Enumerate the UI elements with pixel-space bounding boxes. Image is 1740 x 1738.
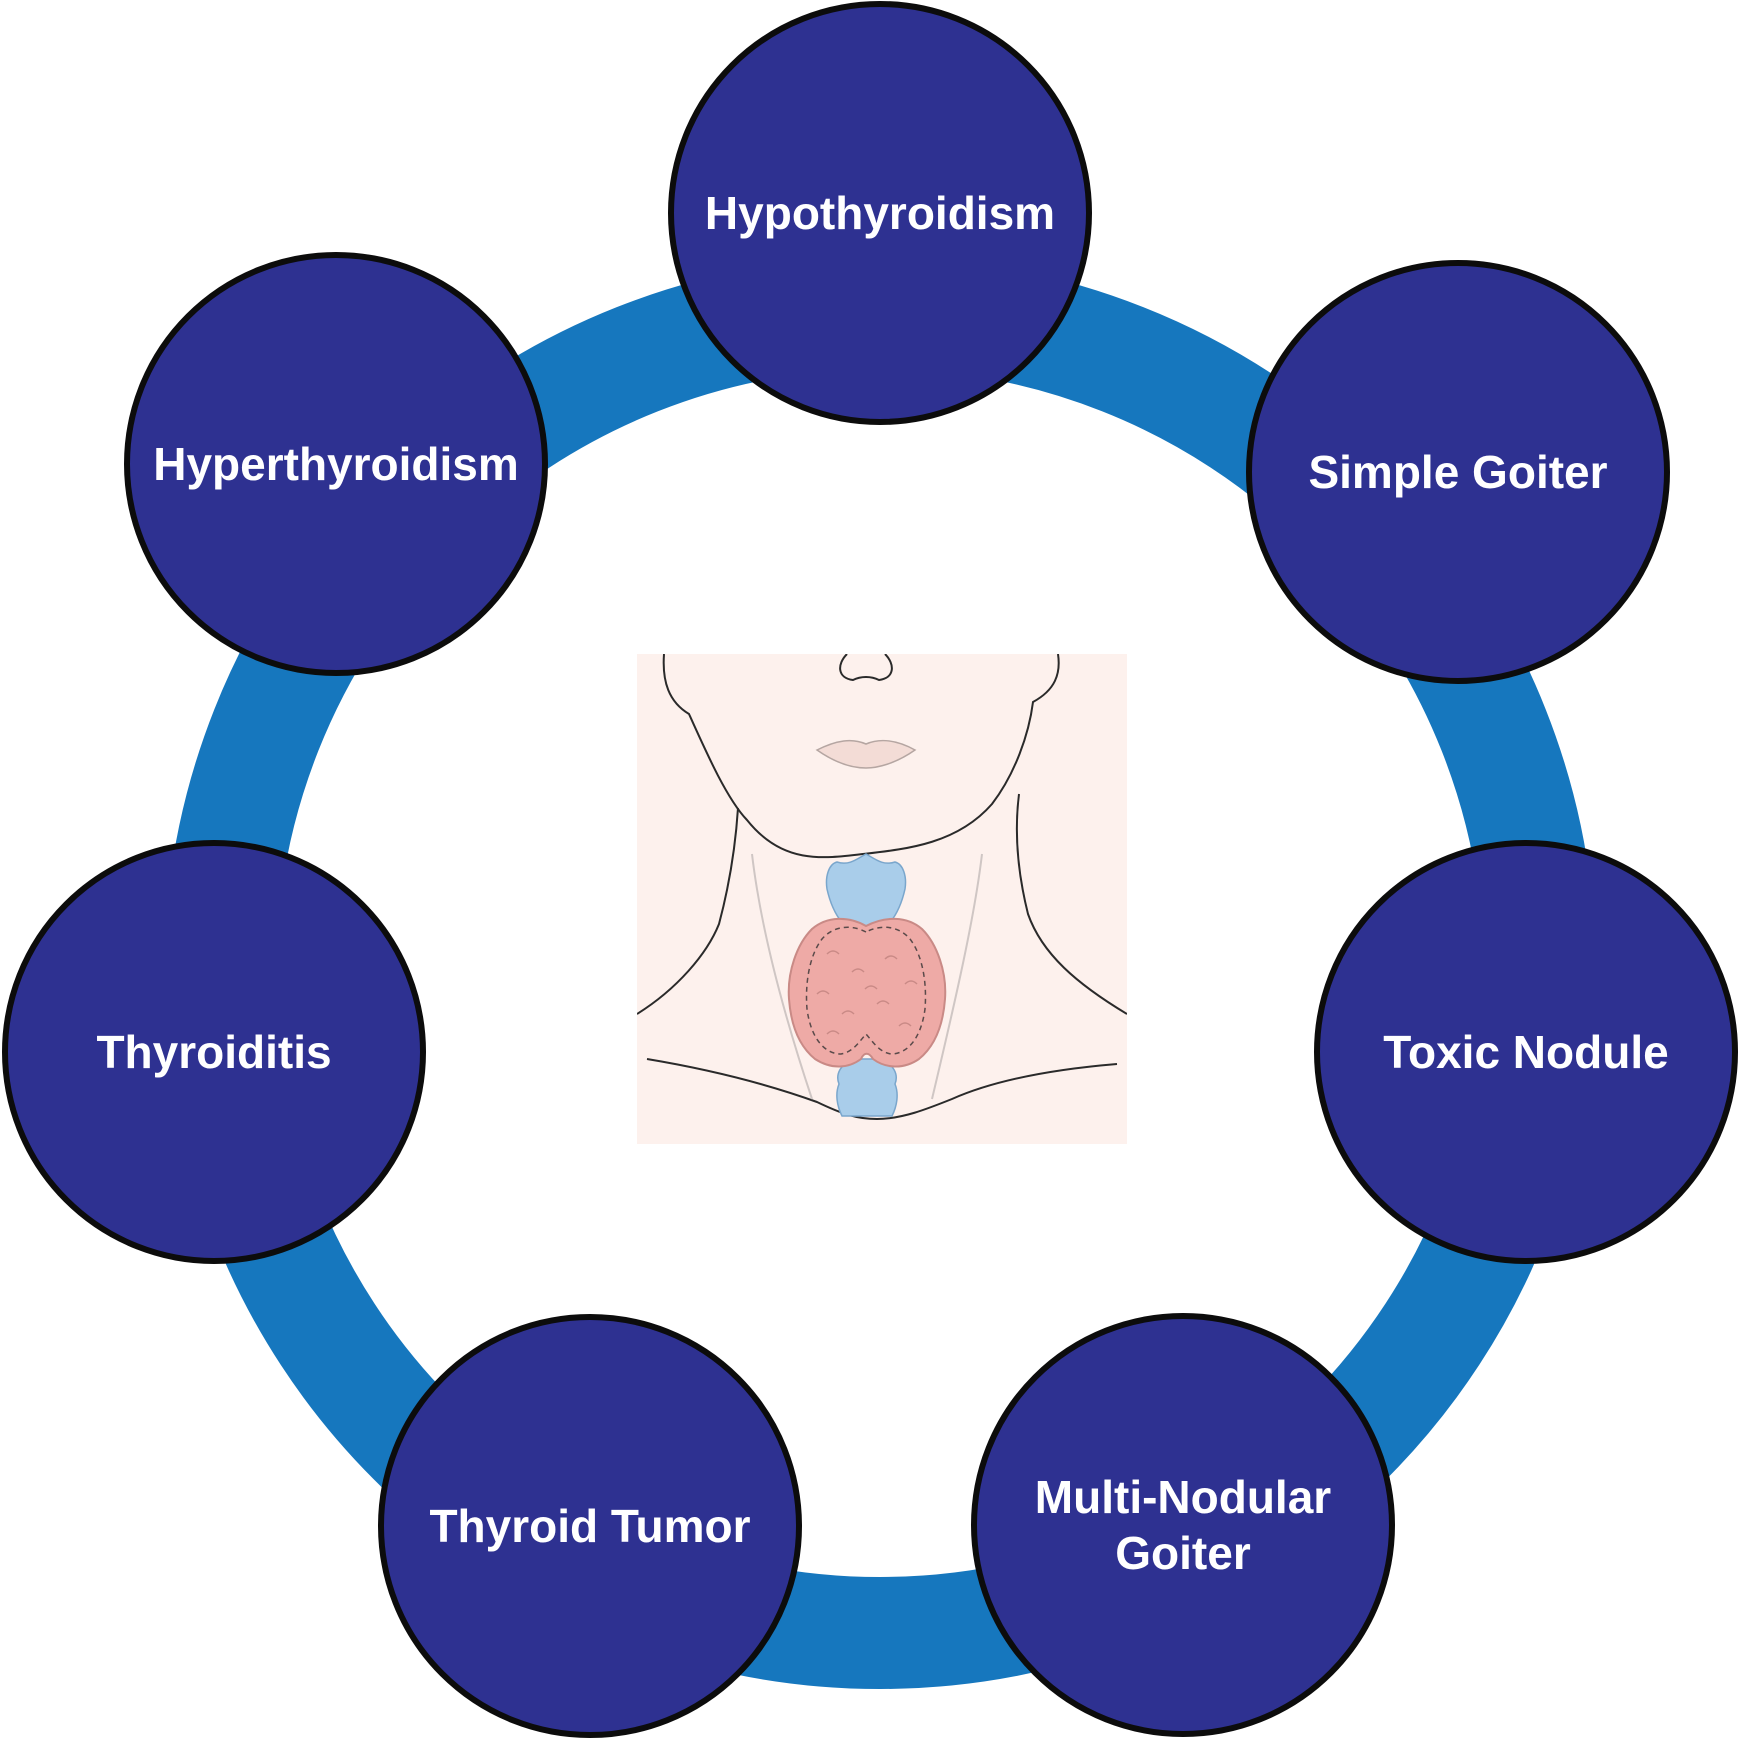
muscle-line-right bbox=[931, 853, 983, 1100]
muscle-line-left bbox=[751, 853, 813, 1100]
node-label: Hypothyroidism bbox=[704, 186, 1056, 239]
node-thyroiditis: Thyroiditis bbox=[2, 840, 426, 1264]
thyroid-texture bbox=[816, 950, 918, 1035]
trachea bbox=[836, 1058, 898, 1117]
node-label: Thyroid Tumor bbox=[429, 1499, 751, 1552]
face-outline bbox=[662, 654, 1060, 859]
node-label: Toxic Nodule bbox=[1383, 1025, 1669, 1078]
node-label: Hyperthyroidism bbox=[153, 437, 519, 490]
collarbone-line bbox=[646, 1058, 1118, 1121]
node-label: Thyroiditis bbox=[96, 1025, 332, 1078]
node-label: Multi-Nodular Goiter bbox=[1034, 1470, 1332, 1579]
node-hyperthyroidism: Hyperthyroidism bbox=[124, 252, 548, 676]
neck-right-outline bbox=[1015, 793, 1127, 1015]
node-simple-goiter: Simple Goiter bbox=[1246, 260, 1670, 684]
node-multi-nodular-goiter: Multi-Nodular Goiter bbox=[971, 1313, 1395, 1737]
nose bbox=[839, 654, 893, 682]
node-toxic-nodule: Toxic Nodule bbox=[1314, 840, 1738, 1264]
neck-thyroid-illustration bbox=[637, 654, 1127, 1144]
thyroid-gland bbox=[787, 917, 947, 1068]
mouth bbox=[815, 739, 917, 769]
neck-left-outline bbox=[637, 807, 739, 1015]
node-hypothyroidism: Hypothyroidism bbox=[668, 1, 1092, 425]
node-label: Simple Goiter bbox=[1308, 445, 1608, 498]
node-thyroid-tumor: Thyroid Tumor bbox=[378, 1314, 802, 1738]
